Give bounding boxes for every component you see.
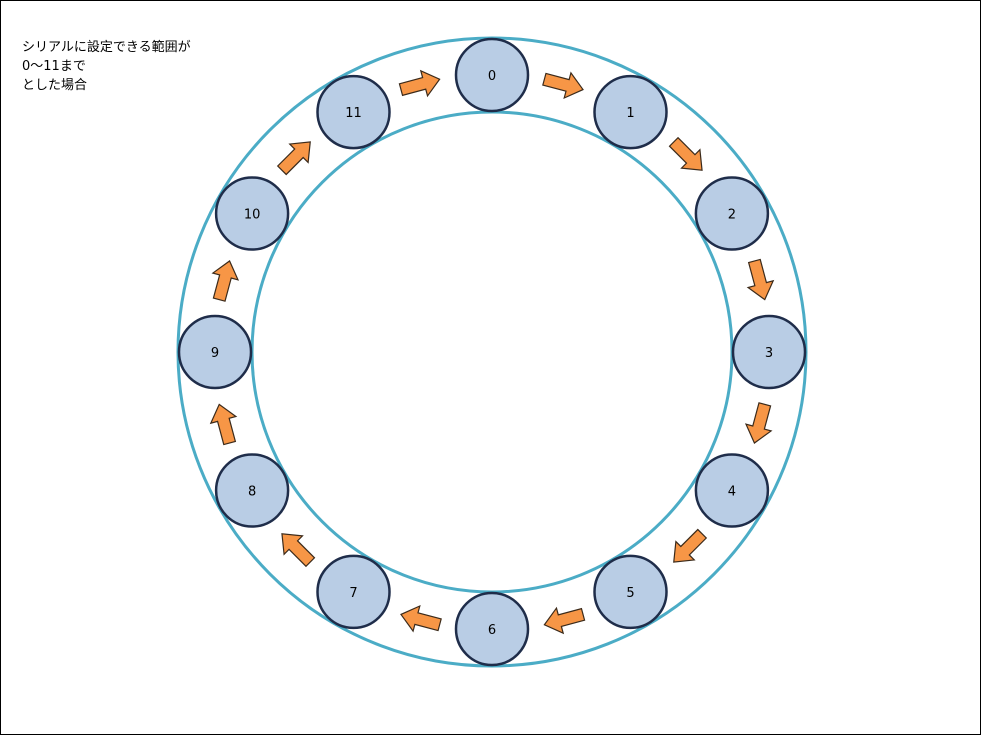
node-label: 9 (211, 346, 219, 361)
flow-arrow-icon (398, 69, 441, 98)
serial-node-1: 1 (593, 74, 668, 150)
flow-arrow-icon (744, 402, 773, 444)
serial-node-2: 2 (694, 176, 770, 251)
node-label: 8 (248, 485, 256, 500)
node-circle (454, 591, 530, 667)
node-circle (593, 554, 668, 630)
flow-arrow-icon (211, 260, 240, 302)
serial-node-8: 8 (214, 453, 290, 528)
node-circle (177, 314, 253, 390)
flow-arrow-icon (276, 141, 311, 176)
serial-node-10: 10 (214, 176, 290, 251)
node-label: 6 (488, 623, 496, 638)
caption-line-1: シリアルに設定できる範囲が (22, 40, 191, 55)
serial-node-4: 4 (694, 453, 770, 528)
serial-node-5: 5 (593, 554, 668, 630)
node-circle (214, 453, 290, 528)
flow-arrow-icon (542, 71, 584, 100)
outer-ring (176, 36, 808, 668)
node-circle (593, 74, 668, 150)
caption-line-3: とした場合 (22, 78, 88, 93)
node-label: 4 (728, 485, 736, 500)
node-label: 0 (488, 69, 496, 84)
node-circle (316, 554, 391, 630)
node-label: 1 (626, 106, 634, 121)
node-label: 3 (765, 346, 773, 361)
node-circle (454, 37, 530, 113)
serial-node-11: 11 (316, 74, 391, 150)
node-label: 7 (349, 586, 357, 601)
caption-line-2: 0〜11まで (22, 59, 86, 74)
node-circle (316, 74, 391, 150)
node-circle (214, 176, 290, 251)
node-circle (694, 453, 770, 528)
node-label: 5 (626, 586, 634, 601)
flow-arrow-icon (209, 403, 238, 446)
serial-node-0: 0 (454, 37, 530, 113)
flow-arrow-icon (673, 528, 708, 563)
flow-arrow-icon (746, 258, 775, 301)
caption-text: シリアルに設定できる範囲が 0〜11まで とした場合 (22, 38, 191, 95)
node-label: 2 (728, 208, 736, 223)
node-circle (694, 176, 770, 251)
node-circle (731, 314, 807, 390)
flow-arrow-icon (281, 533, 316, 568)
serial-node-9: 9 (177, 314, 253, 390)
flow-arrow-icon (400, 604, 442, 633)
node-label: 11 (345, 106, 362, 121)
node-label: 10 (244, 208, 261, 223)
flow-arrow-icon (668, 136, 703, 171)
serial-node-6: 6 (454, 591, 530, 667)
serial-node-7: 7 (316, 554, 391, 630)
inner-ring (250, 110, 734, 594)
serial-node-3: 3 (731, 314, 807, 390)
flow-arrow-icon (543, 606, 586, 635)
